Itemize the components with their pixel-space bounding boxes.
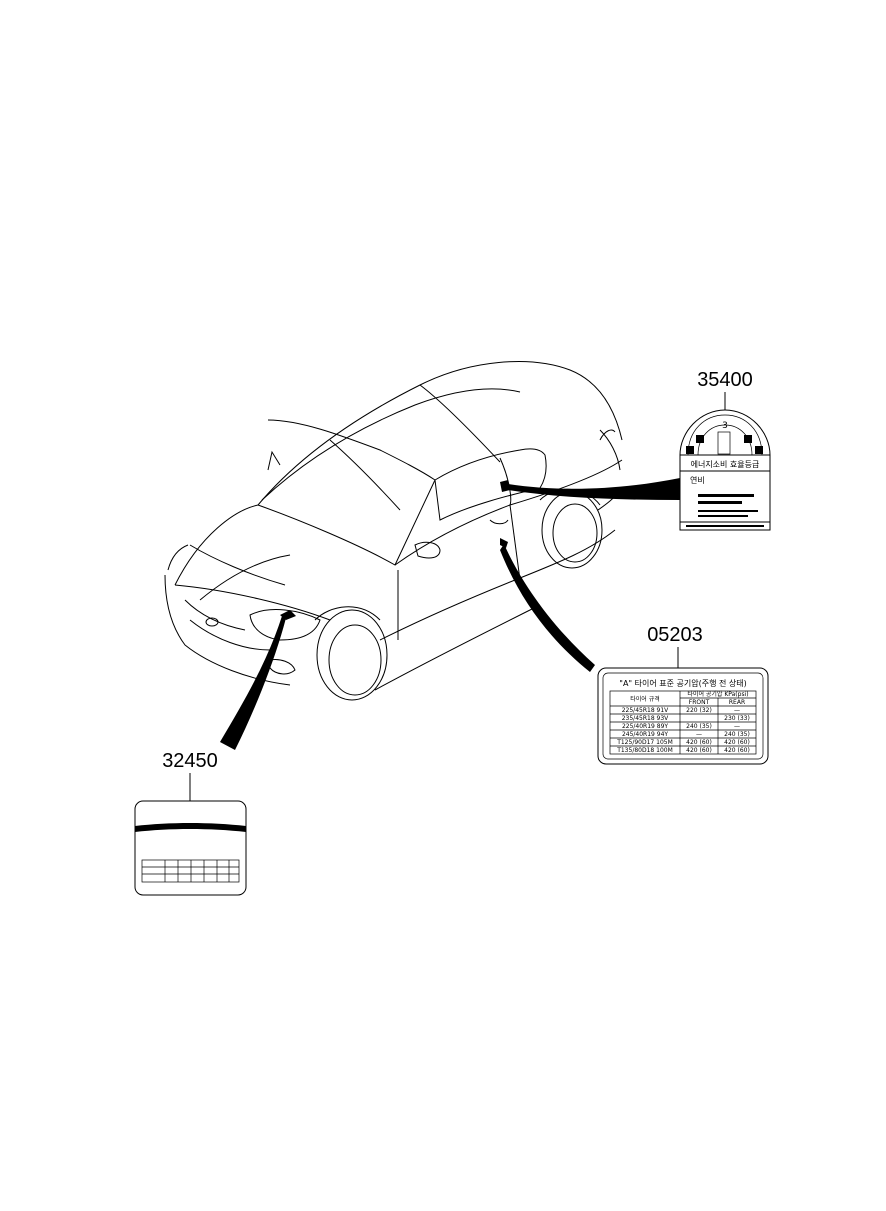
- leader-wedges: [220, 478, 680, 750]
- part-number-32450: 32450: [162, 750, 218, 772]
- table-cell: 235/45R18 93V: [622, 715, 669, 722]
- table-cell: T125/90D17 105M: [616, 739, 673, 746]
- fuel-efficiency-label: 3 에너지소비 효율등급 연비: [679, 409, 771, 531]
- car-illustration: [164, 361, 623, 701]
- tire-label-title: "A" 타이어 표준 공기압(주행 전 상태): [619, 678, 746, 688]
- col-tire-size: 타이어 규격: [630, 695, 660, 703]
- callout-05203: 05203 "A" 타이어 표준 공기압(주행 전 상태) 타이어 규격 타이어…: [597, 624, 769, 765]
- callout-35400: 35400 3 에너지소비 효율등급 연비: [679, 369, 771, 531]
- table-cell: 225/40R19 89Y: [622, 723, 668, 730]
- col-front: FRONT: [689, 699, 710, 706]
- table-cell: 420 (60): [724, 747, 750, 754]
- table-cell: 420 (60): [724, 739, 750, 746]
- table-cell: 230 (33): [724, 715, 750, 722]
- table-cell: 225/45R18 91V: [622, 707, 669, 714]
- table-cell: —: [734, 707, 740, 714]
- fuel-economy-label: 연비: [690, 476, 705, 485]
- part-number-35400: 35400: [697, 369, 753, 391]
- table-cell: 245/40R19 94Y: [622, 731, 668, 738]
- emission-label: [134, 800, 247, 896]
- table-cell: 420 (60): [686, 747, 712, 754]
- col-rear: REAR: [729, 699, 745, 706]
- table-cell: T135/80D18 100M: [616, 747, 673, 754]
- table-cell: —: [734, 723, 740, 730]
- efficiency-grade-number: 3: [722, 421, 728, 431]
- efficiency-heading: 에너지소비 효율등급: [691, 459, 760, 469]
- part-number-05203: 05203: [647, 624, 703, 646]
- table-cell: 420 (60): [686, 739, 712, 746]
- tire-pressure-label: "A" 타이어 표준 공기압(주행 전 상태) 타이어 규격 타이어 공기압 K…: [597, 667, 769, 765]
- table-cell: 240 (35): [686, 723, 712, 730]
- callout-32450: 32450: [134, 750, 247, 896]
- table-cell: 220 (32): [686, 707, 712, 714]
- col-tire-pressure: 타이어 공기압 KPa(psi): [687, 690, 748, 698]
- table-cell: —: [696, 731, 702, 738]
- table-cell: 240 (35): [724, 731, 750, 738]
